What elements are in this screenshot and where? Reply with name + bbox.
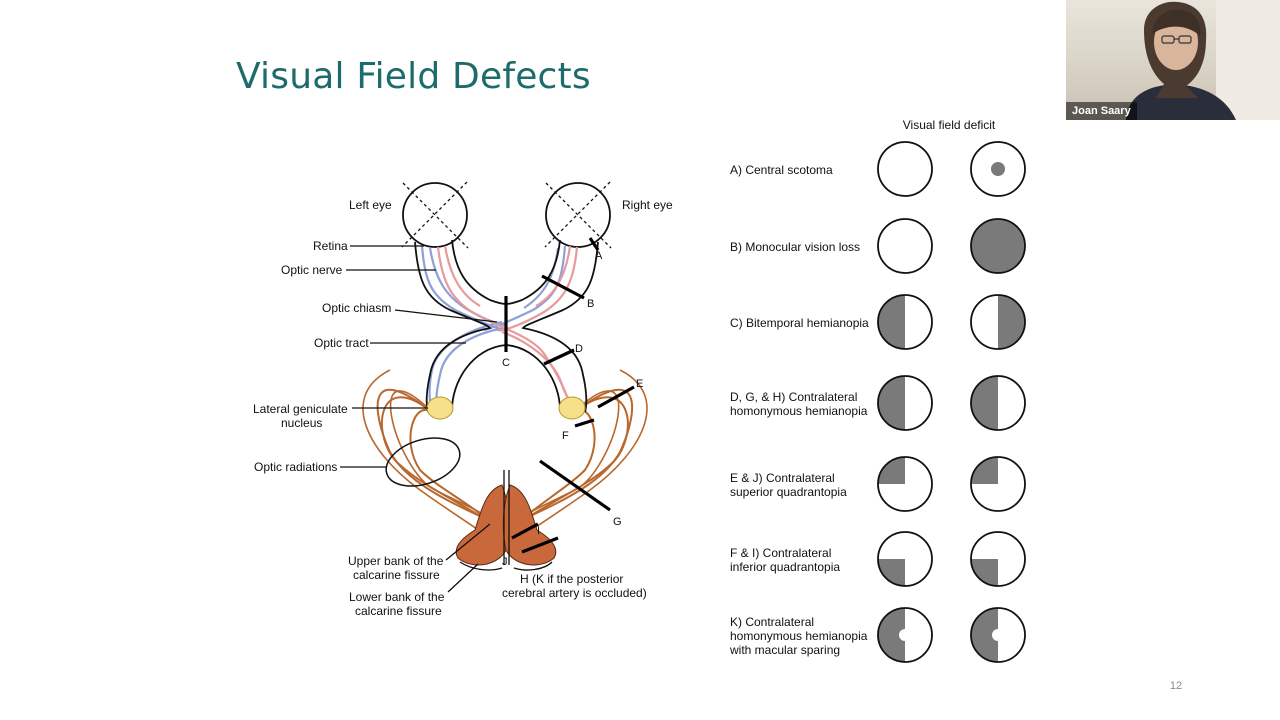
participant-video-feed: [1126, 0, 1280, 120]
lesion-letter-j: J: [502, 556, 508, 568]
visual-field-row-label: C) Bitemporal hemianopia: [730, 293, 872, 353]
right-eye-field-mark: [970, 218, 1026, 274]
right-eye-field-mark: [970, 141, 1026, 197]
upper-bank-label-line1: Upper bank of the: [348, 554, 444, 568]
left-eye-visual-field: [877, 531, 933, 587]
lesion-letter-a: A: [595, 250, 603, 262]
left-eye-field-mark: [877, 456, 933, 512]
visual-field-row-label-line: with macular sparing: [730, 643, 841, 657]
right-eye-field-mark: [970, 531, 1026, 587]
visual-field-row-label-line: E & J) Contralateral: [730, 471, 835, 485]
left-eye-field-mark: [878, 608, 905, 662]
left-eye-visual-field: [877, 607, 933, 663]
visual-field-row-label-line: F & I) Contralateral: [730, 546, 832, 560]
left-eye-visual-field: [877, 456, 933, 512]
right-eye-visual-field: [970, 141, 1026, 197]
right-eye-field-mark: [970, 375, 1026, 431]
left-lateral-geniculate-nucleus: [426, 396, 454, 420]
optic-radiations-label: Optic radiations: [254, 460, 337, 474]
right-eye-field-mark: [971, 608, 998, 662]
visual-field-row-label: B) Monocular vision loss: [730, 217, 872, 277]
visual-field-row-label-line: B) Monocular vision loss: [730, 240, 861, 254]
left-eye-field-mark: [877, 141, 933, 197]
optic-radiations-outline: [385, 437, 461, 487]
right-eye-field-mark: [998, 295, 1025, 349]
left-eye-visual-field: [877, 375, 933, 431]
left-eye-field-mark: [878, 457, 905, 484]
h-label-line1: H (K if the posterior: [520, 572, 623, 586]
visual-field-row-label-line: A) Central scotoma: [730, 163, 833, 177]
left-eye-field-mark: [877, 375, 933, 431]
visual-field-row-label-line: C) Bitemporal hemianopia: [730, 316, 869, 330]
left-eye-field-mark: [877, 218, 933, 274]
right-eye-visual-field: [970, 375, 1026, 431]
left-eye-field-mark: [877, 607, 933, 663]
right-eye-field-mark: [971, 559, 998, 586]
right-eye-visual-field: [970, 607, 1026, 663]
lgn-label-line1: Lateral geniculate: [253, 402, 348, 416]
left-eye-field-mark: [877, 531, 933, 587]
visual-field-row-label-line: homonymous hemianopia: [730, 629, 868, 643]
left-eye-visual-field: [877, 218, 933, 274]
optic-pathway-diagram: Left eye Right eye Retina Optic nerve Op…: [253, 181, 673, 618]
right-eye-field-mark: [971, 376, 998, 430]
left-eye-field-mark: [878, 295, 905, 349]
optic-nerve-label: Optic nerve: [281, 263, 343, 277]
right-eye-visual-field: [970, 218, 1026, 274]
right-eye-field-mark: [971, 219, 1025, 273]
lower-bank-label-line2: calcarine fissure: [355, 604, 442, 618]
page-number: 12: [1169, 680, 1183, 692]
right-eye-visual-field: [970, 456, 1026, 512]
optic-tract-label: Optic tract: [314, 336, 369, 350]
optic-chiasm-label: Optic chiasm: [322, 301, 391, 315]
visual-field-row-label-line: inferior quadrantopia: [730, 560, 841, 574]
lesion-letter-g: G: [613, 516, 622, 528]
visual-field-header: Visual field deficit: [902, 118, 996, 132]
visual-field-row-label-line: K) Contralateral: [730, 615, 815, 629]
right-eye-field-mark: [992, 629, 1004, 641]
left-eye-visual-field: [877, 141, 933, 197]
retina-label: Retina: [313, 239, 348, 253]
lesion-letter-b: B: [587, 298, 594, 310]
visual-field-row-label-line: D, G, & H) Contralateral: [730, 390, 858, 404]
h-label-line2: cerebral artery is occluded): [502, 586, 647, 600]
left-eye-field-mark: [878, 559, 905, 586]
lesion-letter-e: E: [636, 378, 643, 390]
lower-bank-label-line1: Lower bank of the: [349, 590, 445, 604]
calcarine-lines: [459, 470, 553, 571]
left-eye-field-mark: [899, 629, 911, 641]
visual-field-row-label-line: superior quadrantopia: [730, 485, 847, 499]
right-eye-field-mark: [970, 294, 1026, 350]
visual-field-row-label: A) Central scotoma: [730, 140, 872, 200]
lesion-letter-i: I: [537, 525, 540, 537]
left-eye-field-mark: [878, 376, 905, 430]
left-eye-label: Left eye: [349, 198, 392, 212]
right-eye-field-mark: [971, 457, 998, 484]
right-lateral-geniculate-nucleus: [558, 396, 586, 420]
left-eye-visual-field: [877, 294, 933, 350]
slide-title: Visual Field Defects: [236, 56, 591, 97]
right-eye-visual-field: [970, 531, 1026, 587]
right-eye-field-mark: [970, 456, 1026, 512]
visual-field-row-label-line: homonymous hemianopia: [730, 404, 868, 418]
left-eye-field-mark: [877, 294, 933, 350]
participant-video-tile[interactable]: Joan Saary: [1066, 0, 1280, 120]
lesion-letter-f: F: [562, 430, 569, 442]
right-eye-field-mark: [991, 162, 1005, 176]
leader-lines: [340, 245, 498, 593]
lgn-label-line2: nucleus: [281, 416, 322, 430]
lesion-markers: [504, 237, 635, 554]
right-eye-visual-field: [970, 294, 1026, 350]
right-eye-label: Right eye: [622, 198, 673, 212]
lesion-letter-c: C: [502, 357, 510, 369]
lesion-letter-d: D: [575, 343, 583, 355]
upper-bank-label-line2: calcarine fissure: [353, 568, 440, 582]
right-eye-field-mark: [970, 607, 1026, 663]
participant-name-label: Joan Saary: [1066, 102, 1137, 120]
